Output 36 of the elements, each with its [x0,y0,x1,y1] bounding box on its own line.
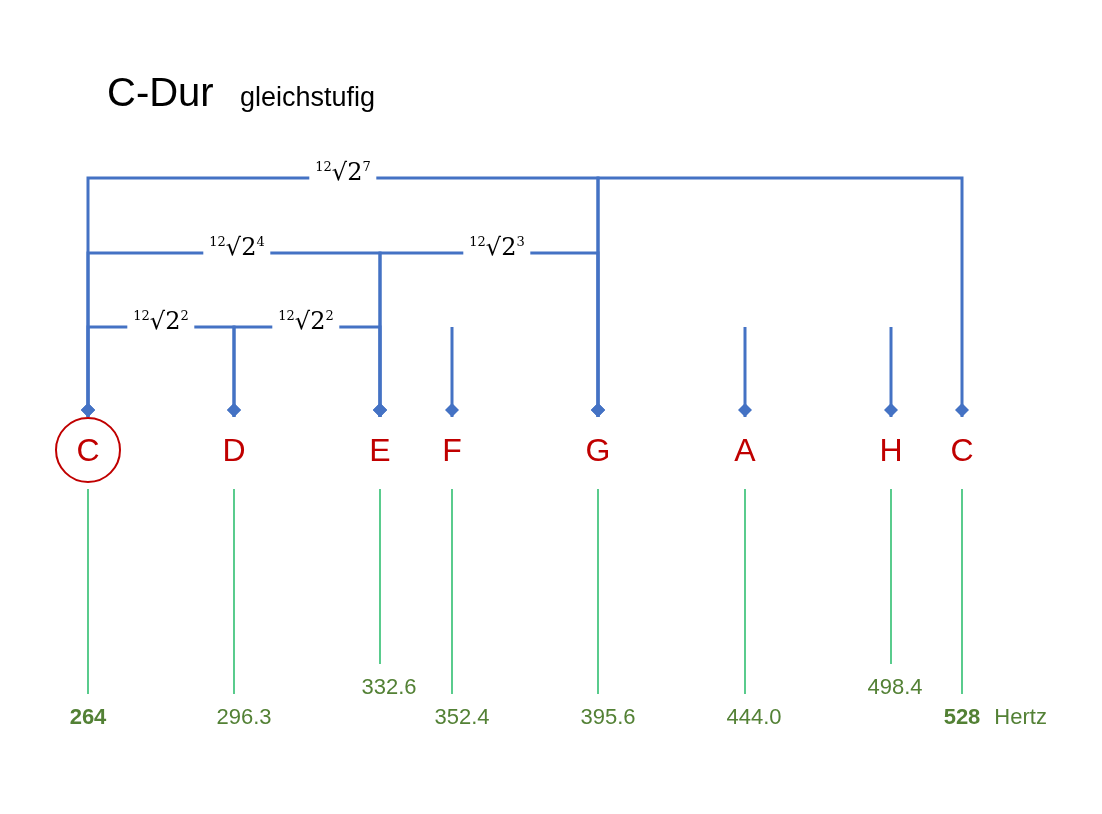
connector-line [744,488,746,695]
connector-line [890,488,892,665]
note-name: C [76,434,100,466]
connector-line [233,488,235,695]
note-name: G [585,434,611,466]
note-name: H [879,434,903,466]
edge-label: $^{12}$√2$^{2}$ [127,309,195,333]
edge-label: $^{12}$√2$^{2}$ [272,309,340,333]
subtitle: gleichstufig [240,84,376,111]
bracket-connector [445,327,459,417]
frequency-value: 296.3 [216,704,272,729]
note-name: A [734,434,756,466]
circled-note [55,417,121,483]
frequency-value: 264 [69,704,107,729]
connector-line [87,488,89,695]
unit-label: Hertz [994,706,1047,728]
connector-line [961,488,963,695]
title: C-Dur [107,72,214,112]
connector-line [451,488,453,695]
connector-line [597,488,599,695]
frequency-value: 395.6 [580,704,636,729]
note-name: C [950,434,974,466]
note-name: F [442,434,462,466]
note-name: D [222,434,246,466]
edge-label: $^{12}$√2$^{4}$ [203,235,271,259]
frequency-value: 444.0 [726,704,782,729]
edge-label: $^{12}$√2$^{7}$ [309,160,377,184]
note-name: E [369,434,391,466]
bracket-connector [884,327,898,417]
frequency-value: 498.4 [867,674,923,699]
frequency-value: 332.6 [361,674,417,699]
connector-line [379,488,381,665]
bracket-connector [738,327,752,417]
frequency-value: 528 [943,704,981,729]
frequency-value: 352.4 [434,704,490,729]
edge-label: $^{12}$√2$^{3}$ [463,235,531,259]
